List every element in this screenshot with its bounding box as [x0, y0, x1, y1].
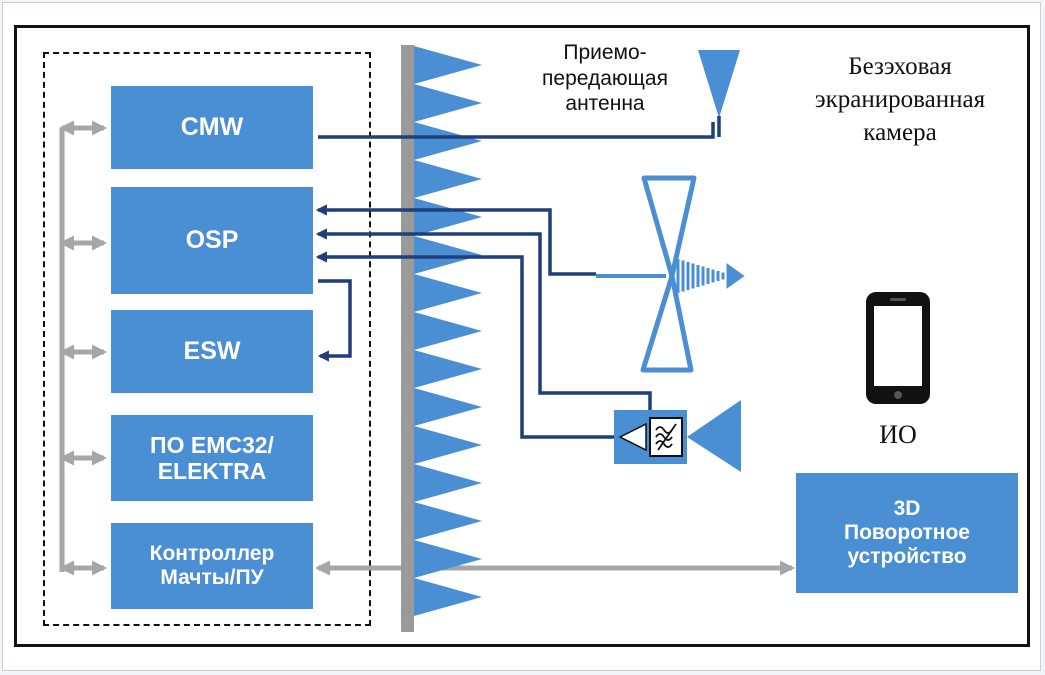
absorber-spike	[414, 198, 482, 236]
absorber-wall	[401, 45, 482, 632]
triangle-antenna-icon	[698, 50, 740, 118]
antenna-label-line3: антенна	[565, 92, 645, 116]
emc32-software-block: ПО EMC32/ ELEKTRA	[111, 415, 313, 501]
osp-label: OSP	[185, 226, 239, 255]
amplifier-icon	[618, 422, 647, 452]
cable-osp-filter	[315, 251, 614, 439]
absorber-spike	[414, 274, 482, 312]
antenna-label-line2: передающая	[542, 66, 668, 90]
chamber-title: Безэховая экранированная камера	[780, 50, 1020, 149]
control-bus	[59, 120, 795, 576]
absorber-spike	[414, 426, 482, 464]
smartphone-icon	[866, 292, 930, 404]
cmw-label: CMW	[180, 113, 244, 142]
absorber-spike	[414, 46, 482, 84]
absorber-spike	[414, 312, 482, 350]
log-periodic-antenna-icon	[596, 175, 745, 373]
turntable-label-line1: 3D	[893, 496, 921, 520]
logper-tip	[726, 263, 745, 289]
esw-label: ESW	[183, 337, 241, 366]
absorber-spike	[414, 160, 482, 198]
osp-block: OSP	[111, 187, 313, 294]
cable-cmw-antenna	[318, 122, 715, 139]
controller-label-line2: Мачты/ПУ	[160, 566, 264, 589]
cable-osp-amp	[315, 228, 652, 412]
absorber-spike	[414, 464, 482, 502]
chamber-title-line3: камера	[863, 119, 937, 146]
absorber-spike	[414, 578, 482, 616]
rf-cables	[315, 122, 715, 439]
turntable-3d-block: 3D Поворотное устройство	[796, 473, 1018, 593]
esw-block: ESW	[111, 310, 313, 393]
absorber-spike	[414, 388, 482, 426]
horn-antenna-icon	[687, 400, 741, 472]
absorber-spike	[414, 122, 482, 160]
emc32-label-line2: ELEKTRA	[157, 458, 267, 484]
rack-dashed-boundary	[43, 52, 371, 626]
mast-controller-block: Контроллер Мачты/ПУ	[111, 523, 313, 609]
cable-osp-esw	[317, 279, 352, 362]
turntable-label-line2: Поворотное	[844, 520, 970, 544]
absorber-spike	[414, 236, 482, 274]
absorber-spike	[414, 502, 482, 540]
antenna-label: Приемо- передающая антенна	[520, 40, 690, 117]
amplifier-filter-unit	[614, 410, 687, 464]
absorber-spike	[414, 84, 482, 122]
absorber-wall-post	[401, 45, 414, 632]
absorber-spike	[414, 540, 482, 578]
emc32-label-line1: ПО EMC32/	[150, 431, 274, 458]
chamber-title-line1: Безэховая	[848, 53, 952, 80]
controller-label-line1: Контроллер	[149, 541, 275, 565]
antenna-label-line1: Приемо-	[563, 41, 647, 64]
cmw-block: CMW	[111, 86, 313, 169]
dut-label: ИО	[879, 420, 917, 449]
turntable-label-line3: устройство	[847, 545, 967, 569]
chamber-title-line2: экранированная	[814, 86, 986, 113]
absorber-spike	[414, 350, 482, 388]
cable-osp-logper	[315, 204, 596, 276]
